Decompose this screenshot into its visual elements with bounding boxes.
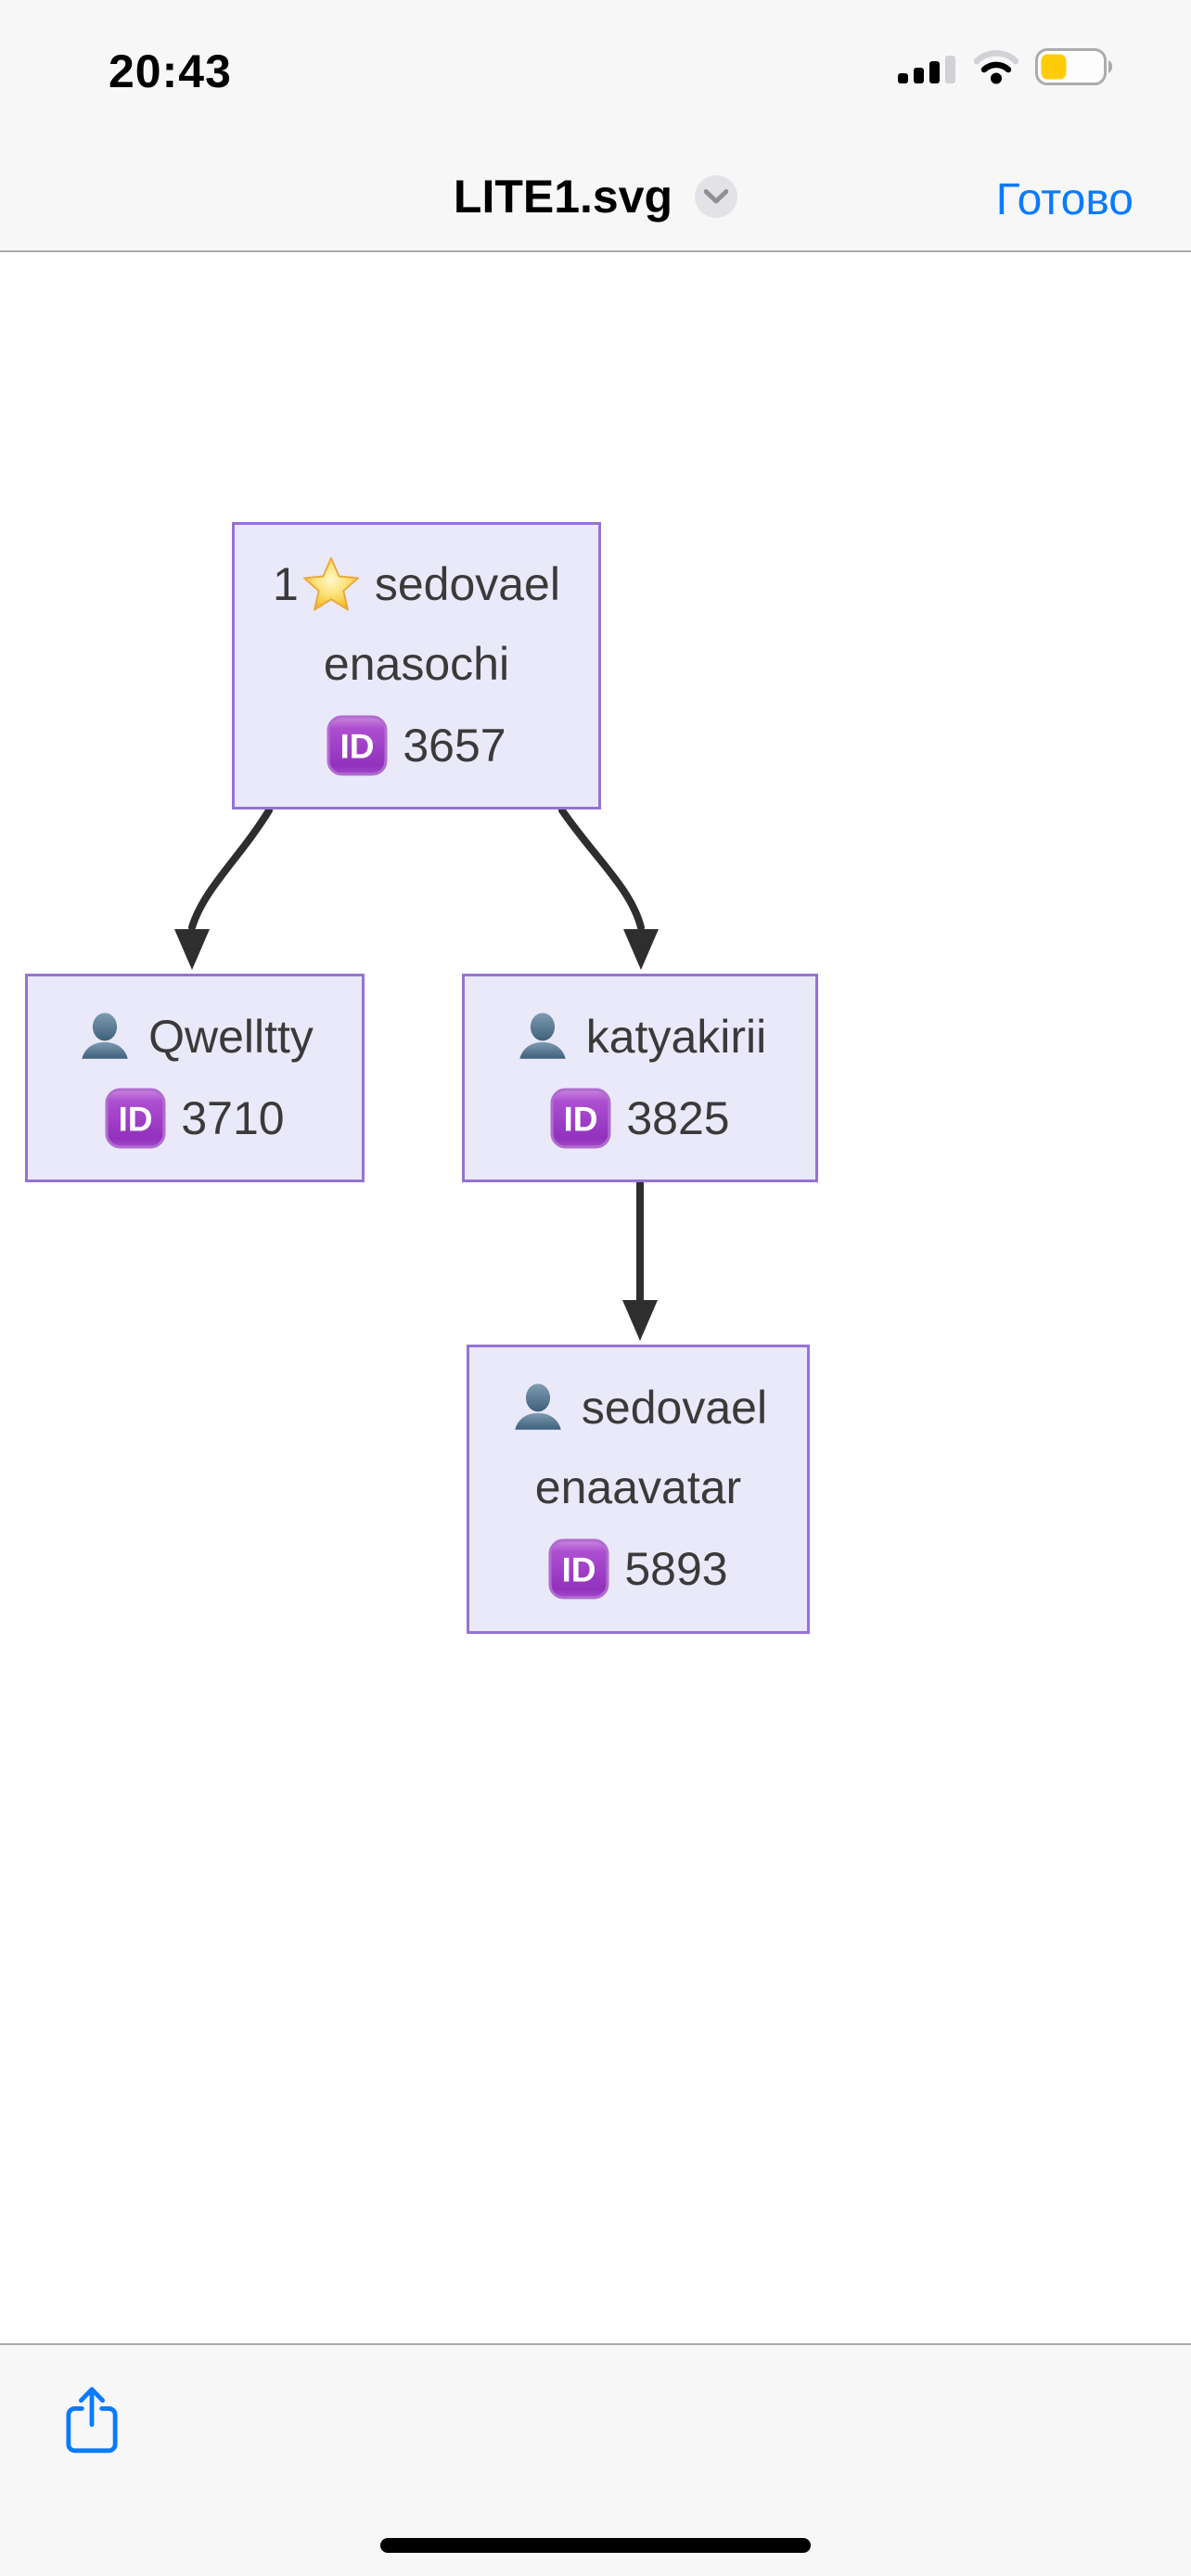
node-name-line: 1 sedovael <box>273 555 560 613</box>
node-name2: enaavatar <box>534 1461 742 1513</box>
edge-root-to-qwelltty <box>188 807 273 931</box>
node-id-line: ID 3710 <box>105 1088 285 1149</box>
edge-root-to-katyakirii <box>558 807 645 931</box>
person-icon <box>82 1012 128 1059</box>
home-indicator[interactable] <box>380 2538 811 2553</box>
node-id-line: ID 3825 <box>550 1088 730 1149</box>
node-id: 5893 <box>624 1543 728 1595</box>
node-id-line: ID 3657 <box>327 715 506 776</box>
person-icon <box>515 1384 561 1430</box>
svg-text:ID: ID <box>340 726 375 765</box>
id-badge-icon: ID <box>105 1088 166 1148</box>
node-name: Qwelltty <box>148 1010 314 1063</box>
node-name: sedovael <box>581 1382 768 1434</box>
id-badge-icon: ID <box>550 1088 611 1148</box>
arrowhead <box>174 929 210 970</box>
svg-text:ID: ID <box>562 1549 596 1588</box>
svg-text:ID: ID <box>119 1099 153 1138</box>
node-name-line: Qwelltty <box>76 1008 314 1065</box>
node-name-line: sedovael <box>509 1379 767 1436</box>
id-badge-icon: ID <box>327 715 388 776</box>
top-chrome: 20:43 LITE1.svg Готово <box>0 0 1191 252</box>
diagram-node-root: 1 sedovael enasochi ID 3657 <box>232 522 601 810</box>
diagram-node-katyakirii: katyakirii ID 3825 <box>462 974 818 1182</box>
arrowhead <box>622 1300 658 1341</box>
node-id-line: ID 5893 <box>548 1538 728 1600</box>
person-icon <box>519 1012 566 1059</box>
node-id: 3825 <box>626 1091 730 1144</box>
diagram-node-enaavatar: sedovael enaavatar ID 5893 <box>467 1345 810 1634</box>
node-name: katyakirii <box>585 1010 767 1063</box>
battery-icon <box>1035 48 1113 85</box>
diagram-node-qwelltty: Qwelltty ID 3710 <box>25 974 365 1182</box>
rank-number: 1 <box>273 558 299 610</box>
chevron-down-icon <box>704 189 729 204</box>
id-badge-icon: ID <box>548 1538 609 1600</box>
done-button[interactable]: Готово <box>995 175 1133 224</box>
star-icon <box>302 556 359 611</box>
node-id: 3710 <box>181 1091 285 1144</box>
node-id: 3657 <box>403 720 506 772</box>
cellular-signal-icon <box>898 56 955 83</box>
status-time: 20:43 <box>109 45 232 97</box>
node-name-line2: enasochi <box>324 641 509 687</box>
arrowhead <box>623 929 659 970</box>
node-name-line2: enaavatar <box>535 1464 741 1511</box>
wifi-icon <box>974 50 1018 84</box>
node-name: sedovael <box>374 558 560 610</box>
node-name2: enasochi <box>323 638 510 690</box>
node-name-line: katyakirii <box>514 1008 766 1065</box>
title-menu-button[interactable] <box>695 175 738 218</box>
share-icon[interactable] <box>65 2384 119 2455</box>
svg-text:ID: ID <box>564 1099 598 1138</box>
nav-title-group[interactable]: LITE1.svg <box>0 158 1191 236</box>
file-title: LITE1.svg <box>453 171 673 223</box>
bottom-toolbar <box>0 2343 1191 2576</box>
